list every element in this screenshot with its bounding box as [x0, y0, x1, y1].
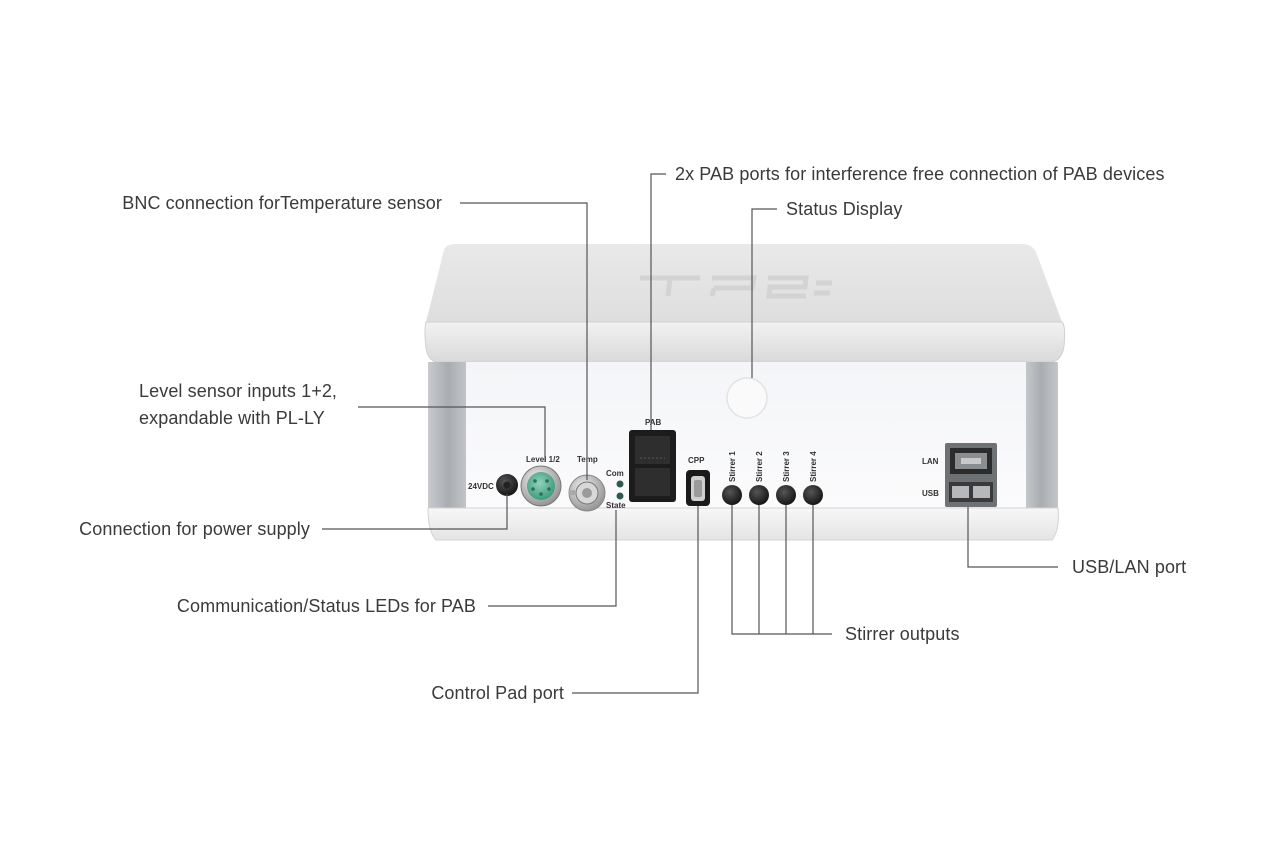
com-led [616, 480, 624, 488]
stirrer-outputs [722, 485, 823, 505]
leader-power [322, 494, 508, 530]
label-stirrer-4: Stirrer 4 [809, 451, 818, 482]
leader-leds [488, 510, 617, 607]
leader-bnc [460, 202, 588, 480]
callout-status-display: Status Display [786, 199, 903, 219]
power-jack [496, 474, 518, 496]
callout-level-line1: Level sensor inputs 1+2, [139, 381, 338, 401]
label-cpp: CPP [688, 456, 705, 465]
label-pab: PAB [645, 418, 662, 427]
stirrer-output-1 [722, 485, 742, 505]
label-level: Level 1/2 [526, 455, 560, 464]
label-usb: USB [922, 489, 939, 498]
label-stirrer-2: Stirrer 2 [755, 451, 764, 482]
device-base [427, 507, 1059, 541]
callout-bnc: BNC connection forTemperature sensor [122, 193, 442, 213]
stirrer-output-2 [749, 485, 769, 505]
callout-pab-ports: 2x PAB ports for interference free conne… [675, 164, 1165, 184]
level-connector [520, 465, 562, 507]
label-stirrer-1: Stirrer 1 [728, 451, 737, 482]
bnc-temp-connector [568, 474, 606, 512]
leader-status-display [751, 208, 777, 378]
leader-control-pad [572, 506, 699, 694]
leader-level [358, 406, 546, 462]
callout-power: Connection for power supply [79, 519, 310, 539]
callout-level-line2: expandable with PL-LY [139, 408, 325, 428]
label-lan: LAN [922, 457, 939, 466]
callout-control-pad: Control Pad port [431, 683, 564, 703]
label-stirrer-3: Stirrer 3 [782, 451, 791, 482]
pab-ports [629, 430, 676, 502]
right-side-block [1024, 362, 1058, 512]
callout-leds: Communication/Status LEDs for PAB [176, 596, 476, 616]
leader-lines [322, 173, 1058, 694]
status-display [726, 377, 768, 419]
callout-usb-lan: USB/LAN port [1072, 557, 1187, 577]
device-lid [424, 244, 1066, 363]
leader-usb-lan [967, 507, 1058, 568]
cpp-port [686, 470, 710, 506]
leader-pab [650, 173, 666, 430]
stirrer-output-4 [803, 485, 823, 505]
stirrer-output-3 [776, 485, 796, 505]
label-com: Com [606, 469, 624, 478]
label-24vdc: 24VDC [468, 482, 494, 491]
callout-stirrer-outputs: Stirrer outputs [845, 624, 960, 644]
leader-stirrer [731, 505, 814, 635]
left-side-block [428, 362, 468, 512]
state-led [616, 492, 624, 500]
label-state: State [606, 501, 626, 510]
lan-usb-ports [945, 443, 997, 507]
embossed-logo [640, 275, 832, 299]
